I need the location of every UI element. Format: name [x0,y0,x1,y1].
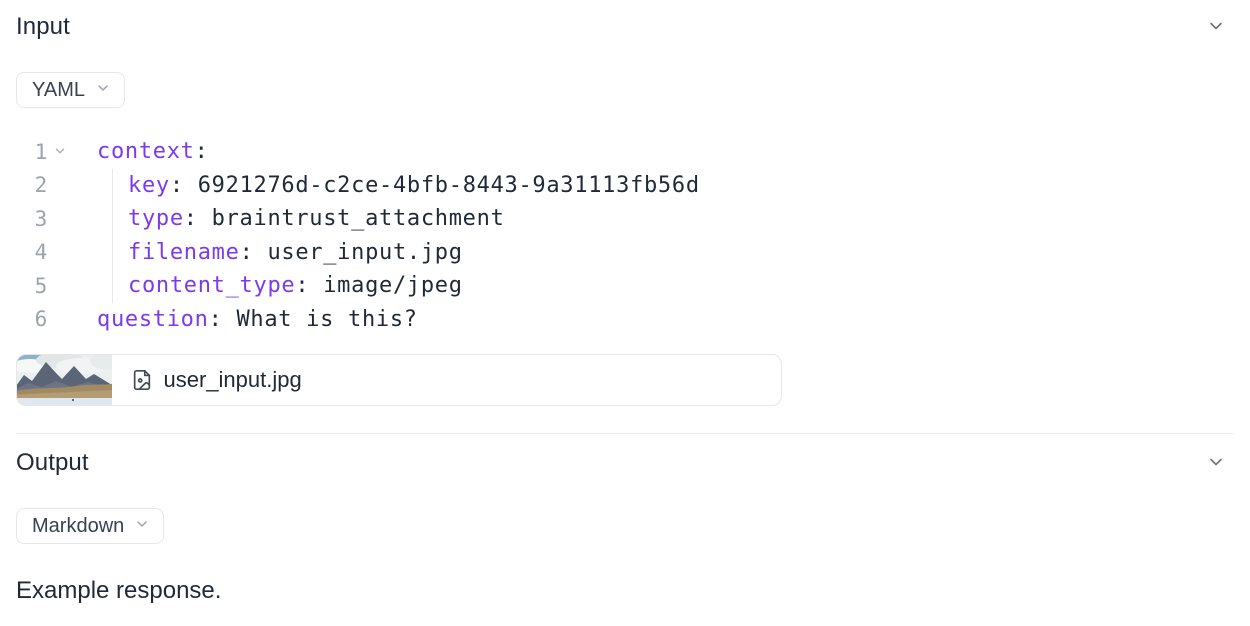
code-line: 4 filename: user_input.jpg [0,235,1250,269]
code-text: key: 6921276d-c2ce-4bfb-8443-9a31113fb56… [128,172,700,198]
code-line: 5 content_type: image/jpeg [0,269,1250,303]
code-line: 2 key: 6921276d-c2ce-4bfb-8443-9a31113fb… [0,168,1250,202]
file-image-icon [131,369,153,391]
fold-toggle[interactable] [48,139,72,164]
code-text: question: What is this? [97,306,418,332]
chevron-down-icon [134,515,150,538]
output-section-header: Output [16,449,1228,477]
chevron-down-icon [1206,452,1226,475]
line-number: 2 [34,173,48,198]
output-format-value: Markdown [32,514,125,537]
attachment-filename: user_input.jpg [163,367,302,392]
indent-guide [112,269,113,303]
attachment-item[interactable]: user_input.jpg [16,354,782,406]
output-format-dropdown[interactable]: Markdown [16,508,165,544]
indent-guide [112,168,113,202]
code-text: content_type: image/jpeg [128,273,463,299]
output-response-text: Example response. [16,577,222,604]
input-collapse-button[interactable] [1204,15,1228,39]
line-number: 5 [34,273,48,298]
line-number: 6 [34,307,48,332]
input-format-dropdown[interactable]: YAML [16,72,125,108]
indent-guide [112,202,113,236]
output-section-title: Output [16,449,89,476]
code-line: 1 context: [0,135,1250,169]
attachment-thumbnail[interactable] [17,355,112,405]
code-text: type: braintrust_attachment [128,206,505,232]
section-divider [16,433,1234,434]
yaml-code-viewer: 1 context: 2 key: 6921276d-c2ce-4bfb-844… [0,135,1250,336]
code-text: context: [97,139,209,165]
code-line: 6 question: What is this? [0,303,1250,337]
input-section-title: Input [16,13,70,40]
line-number: 3 [34,206,48,231]
line-number: 1 [34,139,48,164]
input-section-header: Input [16,0,1228,41]
chevron-down-icon [95,79,111,102]
chevron-down-icon [1206,16,1226,39]
chevron-down-icon [53,139,67,164]
line-number: 4 [34,240,48,265]
output-collapse-button[interactable] [1204,451,1228,475]
input-format-value: YAML [32,78,85,101]
indent-guide [112,235,113,269]
code-line: 3 type: braintrust_attachment [0,202,1250,236]
code-text: filename: user_input.jpg [128,239,463,265]
